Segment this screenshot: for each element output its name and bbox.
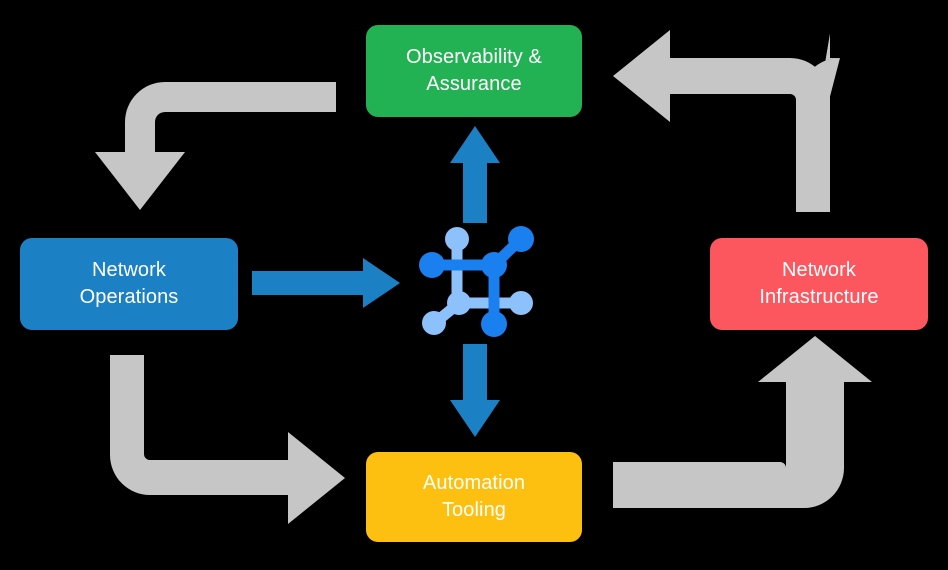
node-bottom-left [422, 311, 446, 335]
node-bottom [481, 311, 507, 337]
network-icon-light-nodes [422, 227, 533, 335]
node-left [419, 252, 445, 278]
box-label-automation-tooling: Automation Tooling [422, 472, 526, 521]
gray-arrow-bottom-left [110, 355, 345, 524]
box-automation-tooling[interactable]: Automation Tooling [366, 452, 582, 542]
blue-arrow-right-icon [252, 258, 400, 308]
blue-arrow-up-icon [450, 126, 500, 223]
box-label-network-infrastructure: Network Infrastructure [759, 259, 879, 308]
node-top [445, 227, 469, 251]
box-network-operations[interactable]: Network Operations [20, 238, 238, 330]
node-center-left-hub [447, 291, 471, 315]
node-center-hub [481, 252, 507, 278]
node-top-right [508, 226, 534, 252]
arrow-observability-to-operations [95, 34, 336, 210]
blue-arrow-down-icon [450, 344, 500, 437]
gray-arrow-bottom-right [613, 336, 872, 508]
box-label-network-operations: Network Operations [79, 259, 179, 308]
node-right [509, 291, 533, 315]
gray-arrow-top-right [613, 30, 830, 212]
box-observability-assurance[interactable]: Observability & Assurance [366, 25, 582, 117]
box-label-observability-assurance: Observability & Assurance [406, 46, 542, 95]
network-icon-bright-nodes [419, 226, 534, 337]
box-network-infrastructure[interactable]: Network Infrastructure [710, 238, 928, 330]
